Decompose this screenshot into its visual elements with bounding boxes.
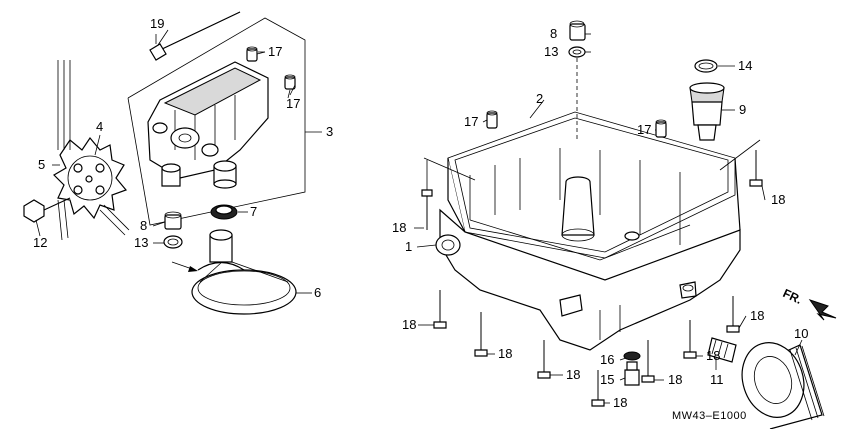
front-direction-arrow-icon xyxy=(808,299,837,321)
front-direction-label: FR. xyxy=(781,286,804,307)
bolt-12 xyxy=(23,197,71,223)
oil-strainer xyxy=(191,229,297,315)
callout-10: 10 xyxy=(794,326,808,341)
callout-18d: 18 xyxy=(498,346,512,361)
callout-14: 14 xyxy=(738,58,752,73)
bolt-19 xyxy=(149,11,241,61)
oil-pump-assembly xyxy=(23,11,322,315)
callout-19: 19 xyxy=(150,16,164,31)
callout-labels: 19 17 17 3 4 5 12 8 13 7 6 8 13 2 17 17 … xyxy=(33,16,808,422)
callout-7: 7 xyxy=(250,204,257,219)
callout-2: 2 xyxy=(536,91,543,106)
callout-1: 1 xyxy=(405,239,412,254)
callout-17c: 17 xyxy=(464,114,478,129)
callout-6: 6 xyxy=(314,285,321,300)
callout-17d: 17 xyxy=(637,122,651,137)
oil-filter xyxy=(741,342,825,430)
callout-18f: 18 xyxy=(613,395,627,410)
callout-9: 9 xyxy=(739,102,746,117)
pan-bolts xyxy=(421,150,763,407)
callout-13a: 13 xyxy=(134,235,148,250)
callout-17a: 17 xyxy=(268,44,282,59)
callout-11: 11 xyxy=(710,372,724,387)
callout-18c: 18 xyxy=(402,317,416,332)
callout-18a: 18 xyxy=(392,220,406,235)
callout-18e: 18 xyxy=(566,367,580,382)
callout-13b: 13 xyxy=(544,44,558,59)
callout-5: 5 xyxy=(38,157,45,172)
cam-chain xyxy=(57,60,130,241)
callout-8a: 8 xyxy=(140,218,147,233)
callout-15: 15 xyxy=(600,372,614,387)
oil-pan-assembly xyxy=(421,20,837,430)
callout-18b: 18 xyxy=(771,192,785,207)
callout-17b: 17 xyxy=(286,96,300,111)
drawing-code: MW43–E1000 xyxy=(672,410,747,422)
callout-4: 4 xyxy=(96,119,103,134)
leader-lines xyxy=(35,29,803,404)
oil-pump-sprocket xyxy=(53,136,128,220)
callout-12: 12 xyxy=(33,235,47,250)
callout-18h: 18 xyxy=(706,348,720,363)
callout-8b: 8 xyxy=(550,26,557,41)
callout-18g: 18 xyxy=(668,372,682,387)
callout-16: 16 xyxy=(600,352,614,367)
callout-18i: 18 xyxy=(750,308,764,323)
callout-3: 3 xyxy=(326,124,333,139)
